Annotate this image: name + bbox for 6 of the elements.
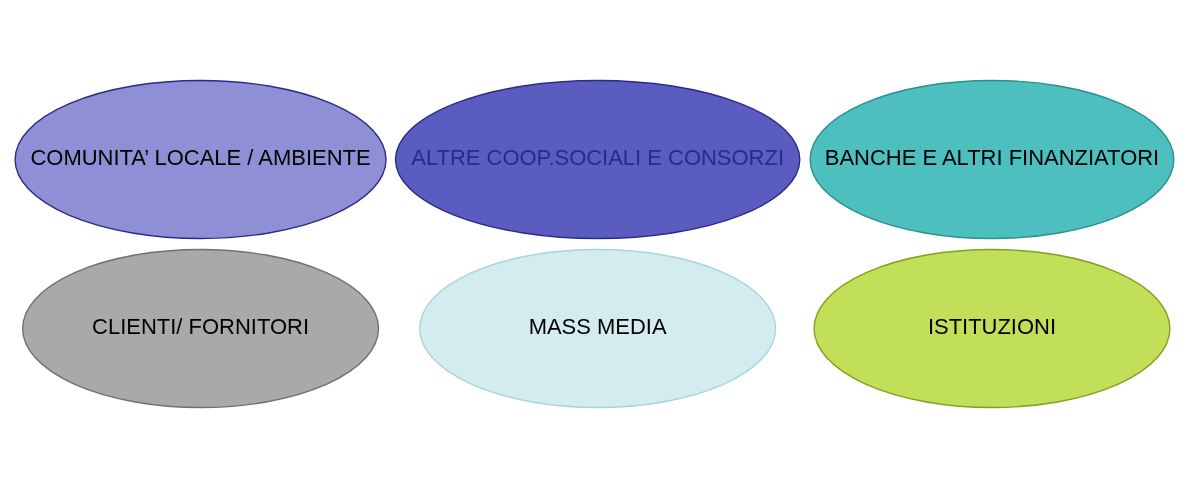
node-ellipse: BANCHE E ALTRI FINANZIATORI — [809, 79, 1175, 240]
node-ellipse: COMUNITA’ LOCALE / AMBIENTE — [14, 79, 387, 240]
node-ellipse: CLIENTI/ FORNITORI — [21, 248, 380, 409]
node-ellipse: MASS MEDIA — [419, 248, 777, 409]
node-ellipse: ISTITUZIONI — [813, 248, 1171, 409]
node-ellipse: ALTRE COOP.SOCIALI E CONSORZI — [394, 79, 801, 240]
